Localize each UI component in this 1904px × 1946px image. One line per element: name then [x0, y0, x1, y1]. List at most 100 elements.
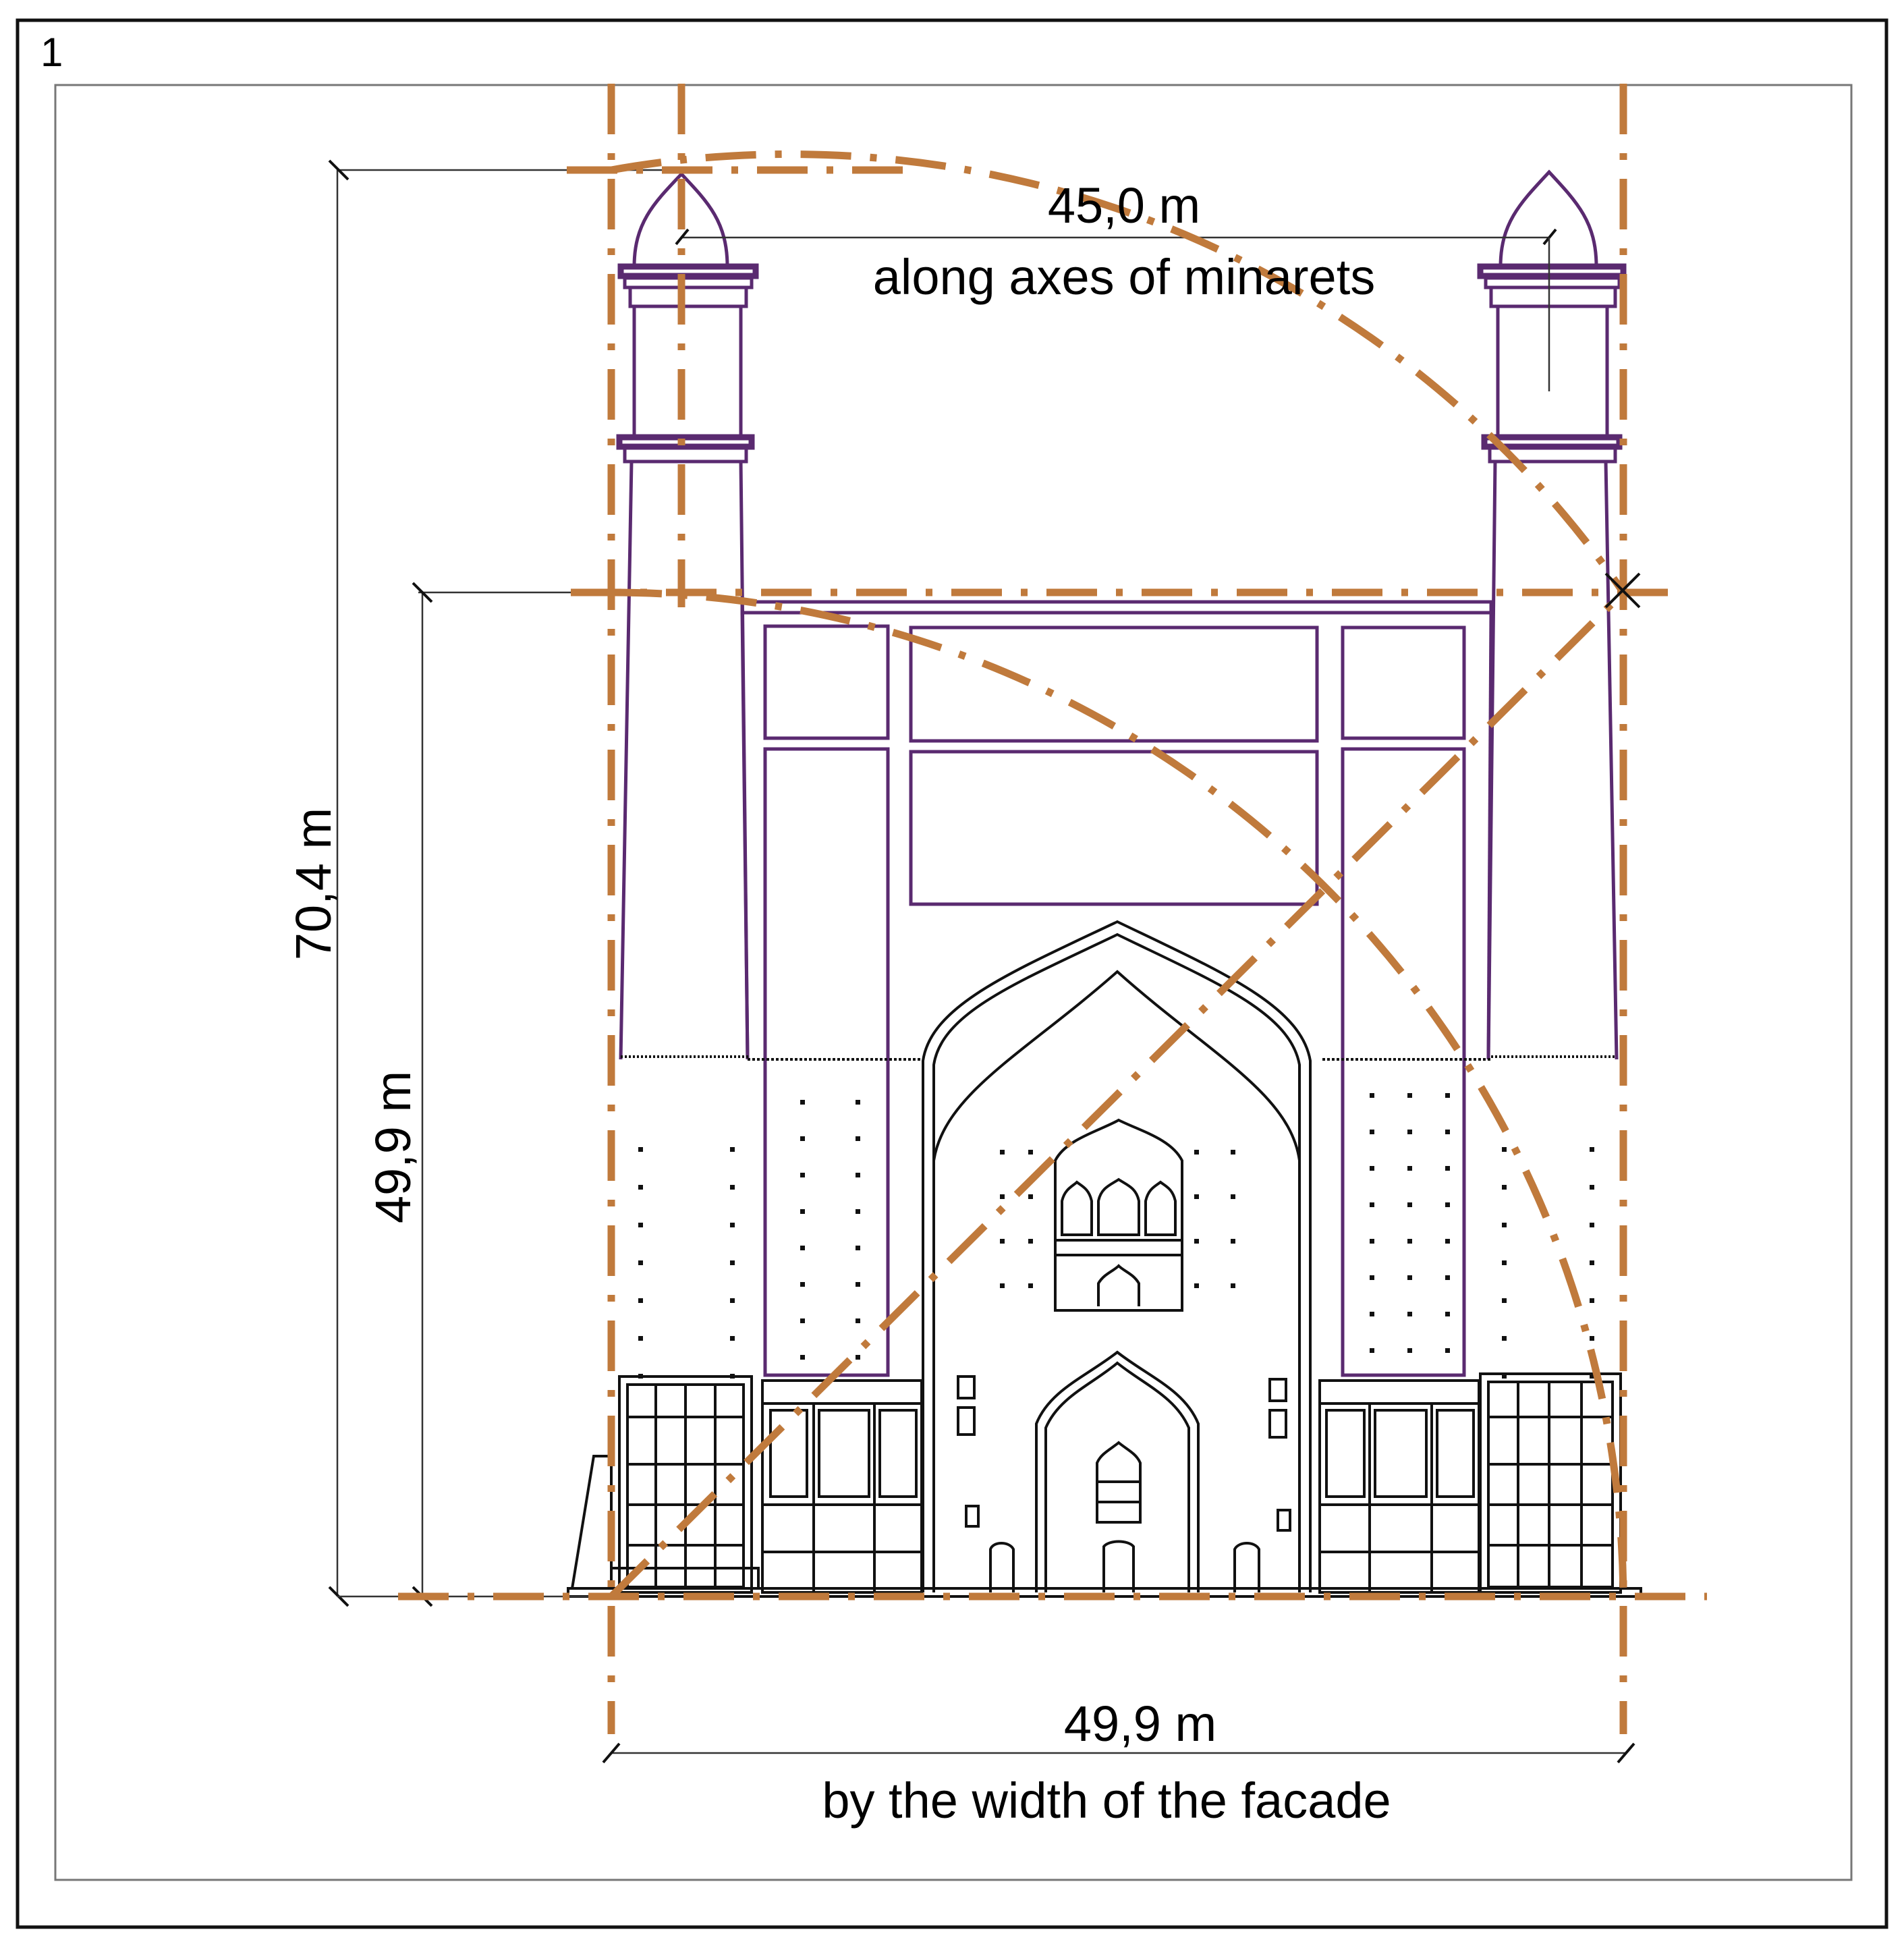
pattern-dot	[1445, 1275, 1450, 1280]
outer-frame	[16, 18, 1888, 1929]
guide-arc-upper	[611, 150, 1627, 595]
pattern-dot	[856, 1173, 860, 1177]
pattern-dot	[1370, 1202, 1374, 1207]
pattern-dot	[1028, 1194, 1033, 1199]
pattern-dot	[856, 1209, 860, 1214]
pattern-dot	[1502, 1223, 1507, 1227]
pattern-dot	[1231, 1239, 1235, 1244]
portal-height-value: 49,9 m	[365, 1071, 421, 1223]
pattern-dot	[1000, 1150, 1005, 1155]
pattern-dot	[1407, 1166, 1412, 1171]
left-minaret	[616, 171, 759, 1060]
pattern-dot	[1445, 1166, 1450, 1171]
guide-arc-lower	[611, 588, 1627, 1597]
facade-width-value: 49,9 m	[1064, 1696, 1216, 1752]
left-buttress	[570, 1455, 613, 1590]
pattern-dot	[856, 1355, 860, 1360]
pattern-dot	[638, 1260, 643, 1265]
pattern-dot	[1502, 1185, 1507, 1190]
dimension-lines	[328, 159, 1635, 1764]
pattern-dot	[1407, 1348, 1412, 1353]
pattern-dot	[730, 1147, 735, 1152]
pattern-dot	[1502, 1336, 1507, 1341]
pattern-dot	[1502, 1260, 1507, 1265]
pattern-dot	[1590, 1260, 1594, 1265]
pattern-dot	[1231, 1283, 1235, 1288]
lower-grid-right-outer	[1479, 1372, 1622, 1594]
pattern-dot	[1445, 1202, 1450, 1207]
lower-grid-right-inner	[1318, 1379, 1480, 1594]
pattern-dot	[1445, 1312, 1450, 1316]
pattern-dot	[1194, 1150, 1199, 1155]
lower-grid-left-outer	[618, 1375, 753, 1594]
pattern-dot	[1370, 1166, 1374, 1171]
central-iwan	[922, 920, 1312, 1592]
pattern-dot	[856, 1246, 860, 1250]
minaret-axis-value: 45,0 m	[1048, 177, 1200, 233]
guide-diagonal	[609, 590, 1626, 1599]
pattern-dot	[800, 1100, 805, 1105]
pattern-dot	[1407, 1239, 1412, 1244]
pattern-dot	[1590, 1374, 1594, 1379]
pattern-dot	[1194, 1239, 1199, 1244]
brick-pattern-dots	[638, 1093, 1594, 1379]
pattern-dot	[1590, 1336, 1594, 1341]
pattern-dot	[800, 1209, 805, 1214]
figure-number: 1	[40, 30, 63, 75]
pattern-dot	[856, 1318, 860, 1323]
pattern-dot	[1231, 1194, 1235, 1199]
pattern-dot	[1590, 1298, 1594, 1303]
pattern-dot	[1502, 1147, 1507, 1152]
minaret-axis-caption: along axes of minarets	[873, 249, 1376, 305]
pattern-dot	[856, 1282, 860, 1287]
pattern-dot	[730, 1223, 735, 1227]
pattern-dot	[1502, 1374, 1507, 1379]
pattern-dot	[730, 1260, 735, 1265]
pattern-dot	[1000, 1194, 1005, 1199]
proportion-guides	[398, 84, 1707, 1734]
pattern-dot	[800, 1282, 805, 1287]
pattern-dot	[800, 1246, 805, 1250]
pattern-dot	[1028, 1239, 1033, 1244]
pattern-dot	[800, 1136, 805, 1141]
pattern-dot	[1590, 1147, 1594, 1152]
pattern-dot	[856, 1100, 860, 1105]
pattern-dot	[856, 1136, 860, 1141]
facade-width-caption: by the width of the facade	[822, 1773, 1391, 1829]
pattern-dot	[1370, 1348, 1374, 1353]
right-minaret	[1477, 169, 1627, 1060]
lower-grid-left-inner	[761, 1379, 923, 1594]
pattern-dot	[1370, 1275, 1374, 1280]
pattern-dot	[1194, 1283, 1199, 1288]
inner-frame	[54, 84, 1853, 1881]
pattern-dot	[800, 1173, 805, 1177]
portal-upper-frame	[740, 600, 1493, 1377]
pattern-dot	[638, 1336, 643, 1341]
left-minaret-dome	[632, 171, 729, 267]
pattern-dot	[1590, 1185, 1594, 1190]
pattern-dot	[1028, 1283, 1033, 1288]
pattern-dot	[1590, 1223, 1594, 1227]
pattern-dot	[1407, 1312, 1412, 1316]
pattern-dot	[638, 1185, 643, 1190]
pattern-dot	[1370, 1312, 1374, 1316]
pattern-dot	[730, 1185, 735, 1190]
pattern-dot	[1407, 1202, 1412, 1207]
pattern-dot	[638, 1374, 643, 1379]
pattern-dot	[1194, 1194, 1199, 1199]
pattern-dot	[638, 1147, 643, 1152]
pattern-dot	[1407, 1130, 1412, 1134]
pattern-dot	[1445, 1239, 1450, 1244]
pattern-dot	[1445, 1130, 1450, 1134]
pattern-dot	[1502, 1298, 1507, 1303]
pattern-dot	[1028, 1150, 1033, 1155]
pattern-dot	[1370, 1093, 1374, 1098]
pattern-dot	[1445, 1348, 1450, 1353]
pattern-dot	[1370, 1130, 1374, 1134]
pattern-dot	[730, 1298, 735, 1303]
pattern-dot	[1000, 1239, 1005, 1244]
pattern-dot	[1407, 1275, 1412, 1280]
pattern-dot	[1407, 1093, 1412, 1098]
pattern-dot	[1370, 1239, 1374, 1244]
